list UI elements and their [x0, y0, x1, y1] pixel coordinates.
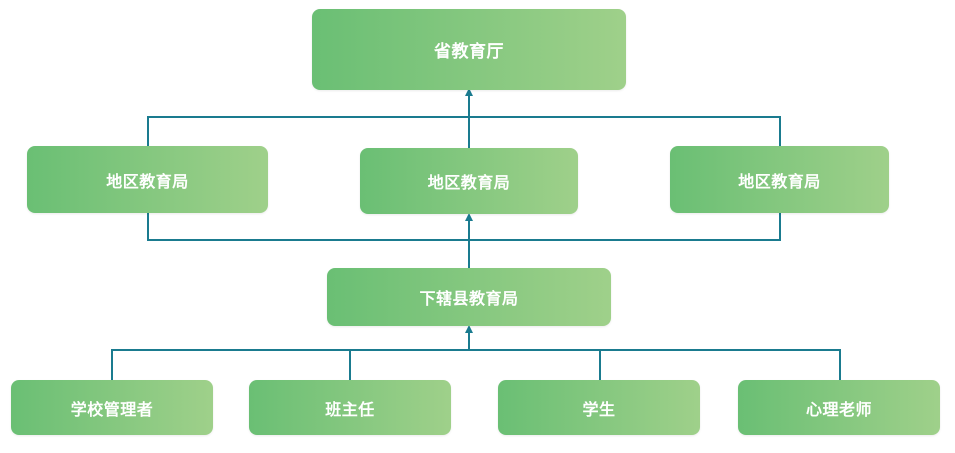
- regional-education-bureau-node: 地区教育局: [670, 146, 889, 213]
- upper-bracket-line: [147, 116, 781, 146]
- node-label: 地区教育局: [738, 173, 821, 191]
- class-teacher-node: 班主任: [249, 380, 451, 435]
- province-education-dept-node: 省教育厅: [312, 9, 626, 90]
- node-label: 地区教育局: [427, 175, 511, 192]
- county-education-bureau-node: 下辖县教育局: [327, 268, 611, 326]
- regional-education-bureau-node: 地区教育局: [360, 148, 578, 214]
- node-label: 下辖县教育局: [419, 291, 519, 308]
- node-label: 省教育厅: [434, 42, 504, 61]
- role-bracket-line: [111, 349, 841, 380]
- lower-bracket-line: [147, 213, 781, 241]
- node-label: 地区教育局: [106, 173, 189, 191]
- regional-education-bureau-node: 地区教育局: [27, 146, 268, 213]
- node-label: 学生: [582, 401, 616, 419]
- node-label: 心理老师: [805, 401, 872, 419]
- student-node: 学生: [498, 380, 700, 435]
- node-label: 班主任: [325, 401, 375, 419]
- school-administrator-node: 学校管理者: [11, 380, 213, 435]
- psychology-teacher-node: 心理老师: [738, 380, 940, 435]
- node-label: 学校管理者: [70, 401, 154, 419]
